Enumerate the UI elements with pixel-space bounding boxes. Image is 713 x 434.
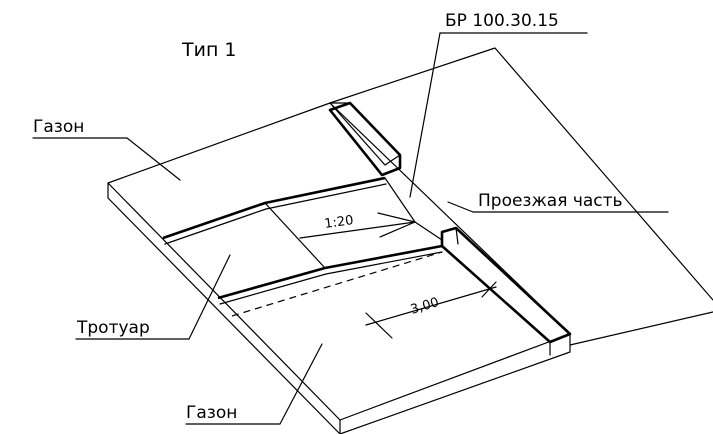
- curb-stone-label: БР 100.30.15: [445, 11, 559, 31]
- width-dimension-label: 3,00: [409, 295, 441, 318]
- lawn-label-top: Газон: [33, 117, 84, 137]
- slope-arrow: [299, 212, 416, 239]
- leader-lines: [32, 32, 669, 425]
- slope-label: 1:20: [323, 213, 354, 232]
- sidewalk-label: Тротуар: [76, 318, 150, 338]
- curb-stone-lower: [440, 226, 572, 344]
- sidewalk-dashed-line: [231, 251, 443, 317]
- ramp-lower-edge: [217, 244, 443, 305]
- ramp-break-line: [264, 202, 326, 269]
- ramp-upper-edge: [162, 176, 387, 245]
- roadway-label: Проезжая часть: [478, 191, 623, 211]
- roadway-surface: [329, 47, 713, 346]
- drawing-title: Тип 1: [181, 39, 237, 61]
- width-dimension: [365, 281, 497, 339]
- lawn-label-bottom: Газон: [186, 403, 237, 423]
